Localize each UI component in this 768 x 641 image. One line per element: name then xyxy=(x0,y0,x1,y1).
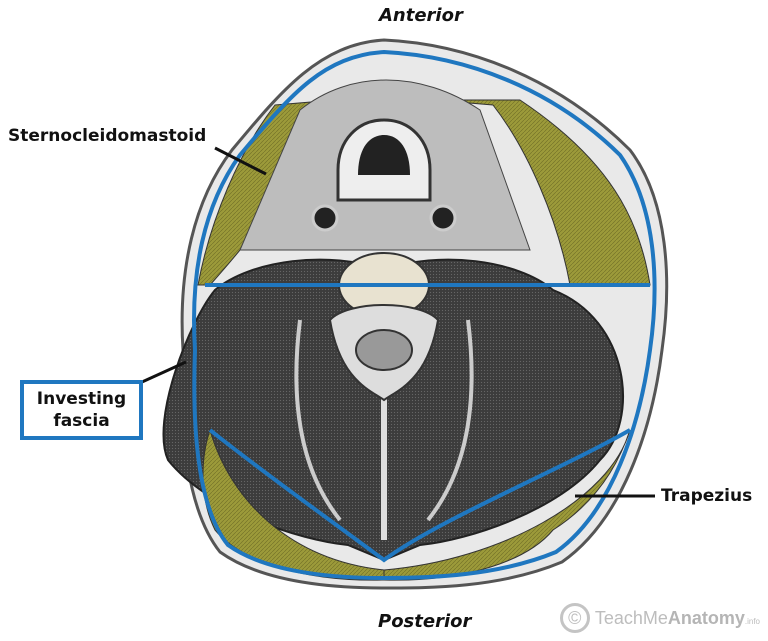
watermark-logo: © TeachMeAnatomy.info xyxy=(559,603,760,633)
spinal-cord xyxy=(355,329,413,371)
copyright-icon: © xyxy=(559,603,590,633)
scm-leader xyxy=(214,146,267,176)
logo-prefix: TeachMe xyxy=(594,607,668,628)
investing-fascia-label: Investing fascia xyxy=(20,380,143,440)
carotid-right xyxy=(429,204,457,232)
logo-suffix: .info xyxy=(744,616,760,626)
sternocleidomastoid-label: Sternocleidomastoid xyxy=(8,126,207,146)
logo-brand: Anatomy xyxy=(667,607,745,628)
trapezius-label: Trapezius xyxy=(661,486,753,506)
investing-fascia xyxy=(192,49,657,581)
posterior-label: Posterior xyxy=(378,611,472,632)
investing-fascia-line1: Investing xyxy=(36,389,127,409)
investing-leader xyxy=(141,360,187,384)
carotid-left xyxy=(311,204,339,232)
anterior-label: Anterior xyxy=(379,5,463,26)
investing-fascia-line2: fascia xyxy=(53,411,110,431)
